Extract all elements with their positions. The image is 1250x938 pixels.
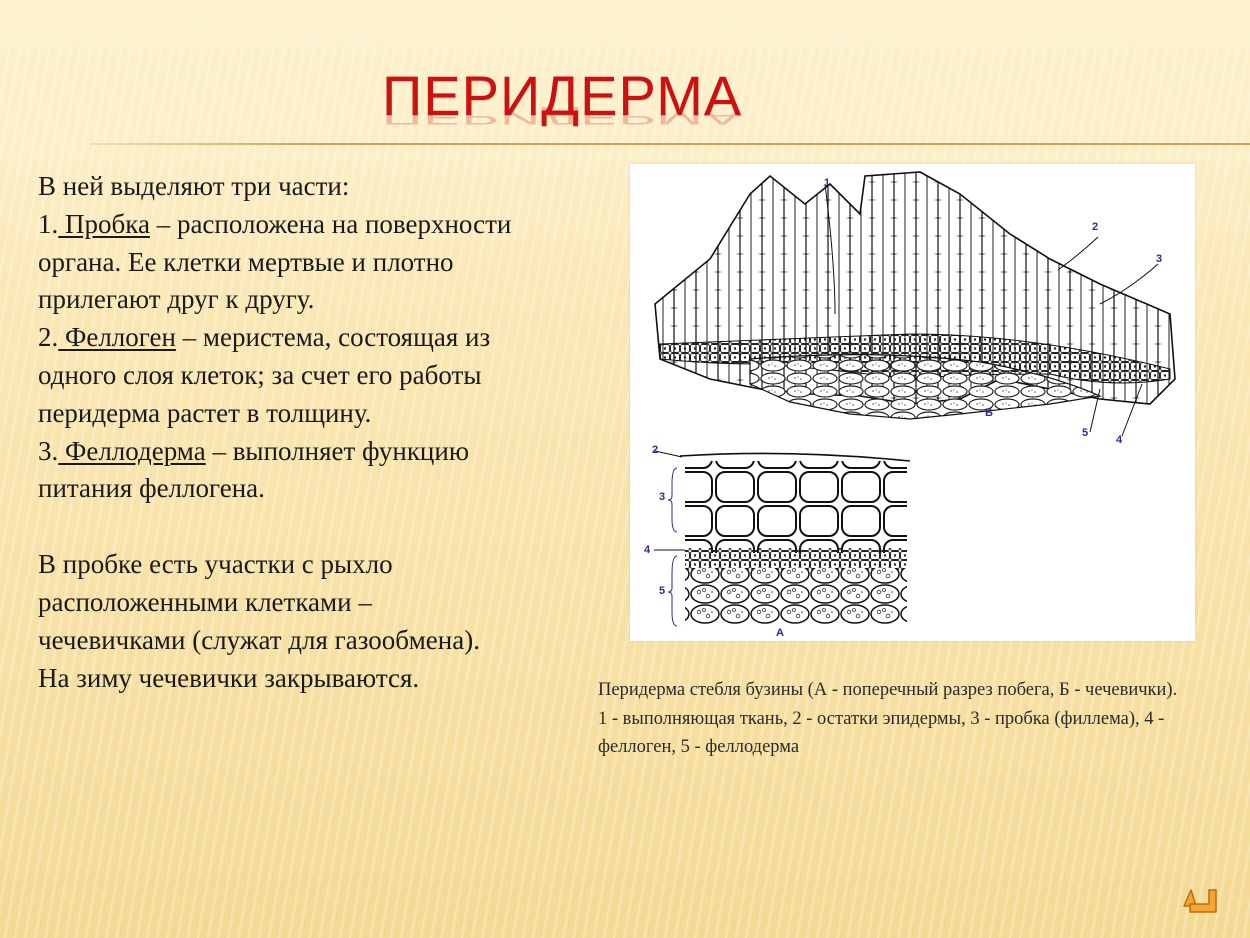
list-item-phellogen: 2. Феллоген – меристема, состоящая из од… [38,319,518,432]
label-a-5: 5 [659,585,666,597]
cross-section-diagram [654,450,911,627]
term-phellogen: Феллоген [58,322,176,353]
body-text: В ней выделяют три части: 1. Пробка – ра… [38,168,518,697]
lenticels-paragraph: В пробке есть участки с рыхло расположен… [38,549,480,693]
item-description: – меристема, состоящая из одного слоя кл… [38,322,491,428]
label-a-2: 2 [652,444,659,456]
slide-title: ПЕРИДЕРМА [382,64,743,127]
label-b-1: 1 [824,177,831,189]
item-description: – выполняет функцию питания феллогена. [38,435,470,504]
caption-legend: 1 - выполняющая ткань, 2 - остатки эпиде… [598,708,1165,758]
figure-caption: Перидерма стебля бузины (А - поперечный … [598,676,1218,762]
list-item-phelloderm: 3. Феллодерма – выполняет функцию питани… [38,433,518,509]
item-number: 3. [38,435,59,466]
slide-background-top [0,0,1250,48]
panel-letter-b: Б [985,407,993,419]
label-b-3: 3 [1156,253,1163,265]
title-divider [90,143,1250,145]
term-cork: Пробка [58,208,150,239]
panel-letter-a: А [776,627,784,639]
label-b-2: 2 [1092,221,1099,233]
lenticel-diagram [654,171,1176,437]
item-number: 2. [38,322,59,353]
cell-diagram [654,171,1176,627]
item-description: – расположена на поверхности органа. Ее … [38,208,512,315]
caption-title: Перидерма стебля бузины (А - поперечный … [598,680,1178,700]
label-a-3: 3 [659,491,666,503]
periderm-illustration: 1 2 3 4 5 Б 2 3 4 5 А [630,164,1195,641]
term-phelloderm: Феллодерма [58,435,206,466]
label-a-4: 4 [644,544,651,556]
item-number: 1. [38,208,59,239]
spacer [38,508,518,546]
list-item-cork: 1. Пробка – расположена на поверхности о… [38,206,518,319]
intro-text: В ней выделяют три части: [38,171,350,201]
return-arrow-icon [1183,889,1217,913]
label-b-5: 5 [1082,427,1089,439]
label-b-4: 4 [1116,434,1123,446]
return-button[interactable] [1176,880,1224,920]
